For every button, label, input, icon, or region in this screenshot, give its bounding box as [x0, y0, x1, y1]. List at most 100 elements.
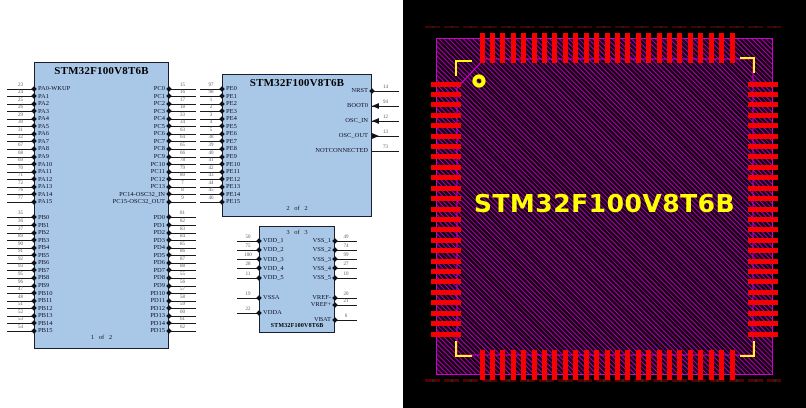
pin-wire-PD13[interactable]: 60: [166, 310, 196, 321]
pad-top-23[interactable]: [708, 33, 714, 63]
pad-right-22[interactable]: [748, 300, 778, 306]
pad-right-3[interactable]: [748, 102, 778, 108]
pad-top-13[interactable]: [604, 33, 610, 63]
pad-bottom-20[interactable]: [677, 350, 683, 380]
pin-wire-PD9[interactable]: 56: [166, 280, 196, 291]
pad-bottom-5[interactable]: [521, 350, 527, 380]
pad-right-9[interactable]: [748, 164, 778, 170]
pin-wire-PD10[interactable]: 57: [166, 287, 196, 298]
pin-wire-NRST[interactable]: 14: [369, 85, 399, 96]
pin-wire-PE14[interactable]: 45: [200, 188, 225, 199]
pad-left-3[interactable]: [431, 102, 461, 108]
pad-left-20[interactable]: [431, 279, 461, 285]
pin-wire-PB2[interactable]: 37: [7, 227, 37, 238]
pin-wire-PD7[interactable]: 88: [166, 264, 196, 275]
pad-left-14[interactable]: [431, 216, 461, 222]
pin-wire-PD3[interactable]: 84: [166, 234, 196, 245]
pad-top-20[interactable]: [677, 33, 683, 63]
pin-wire-PE4[interactable]: 3: [200, 113, 225, 124]
pin-wire-PC14-OSC32_IN[interactable]: 8: [166, 188, 196, 199]
pin-wire-VSS_5[interactable]: 10: [332, 272, 357, 283]
pad-bottom-2[interactable]: [489, 350, 495, 380]
pin-wire-PB13[interactable]: 52: [7, 310, 37, 321]
pad-right-21[interactable]: [748, 289, 778, 295]
pad-left-7[interactable]: [431, 144, 461, 149]
pin-wire-VSS_3[interactable]: 99: [332, 253, 357, 264]
pad-left-5[interactable]: [431, 123, 461, 129]
pin-wire-VSS_2[interactable]: 74: [332, 244, 357, 255]
pad-top-22[interactable]: [698, 33, 704, 63]
pad-right-6[interactable]: [748, 133, 778, 139]
pin-wire-PC1[interactable]: 16: [166, 90, 196, 101]
pad-bottom-6[interactable]: [531, 350, 537, 380]
pin-wire-NOTCONNECTED[interactable]: 73: [372, 145, 399, 156]
pin-wire-PD8[interactable]: 55: [166, 272, 196, 283]
pin-wire-VDD_1[interactable]: 50: [237, 235, 262, 246]
pin-wire-PD5[interactable]: 86: [166, 249, 196, 260]
pin-wire-PE1[interactable]: 98: [200, 90, 225, 101]
pin-wire-PA6[interactable]: 31: [7, 128, 37, 139]
pin-wire-PC6[interactable]: 63: [166, 128, 196, 139]
pin-wire-PB3[interactable]: 89: [7, 234, 37, 245]
pin-wire-PE12[interactable]: 43: [200, 173, 225, 184]
pin-wire-PB6[interactable]: 92: [7, 257, 37, 268]
pad-bottom-24[interactable]: [719, 350, 725, 380]
pad-bottom-1[interactable]: [479, 350, 485, 380]
pin-wire-PD1[interactable]: 82: [166, 219, 196, 230]
pin-wire-VSS_1[interactable]: 49: [332, 235, 357, 246]
pad-bottom-8[interactable]: [552, 350, 558, 380]
pin-wire-PC12[interactable]: 80: [166, 173, 196, 184]
pin-wire-PA5[interactable]: 30: [7, 120, 37, 131]
pad-top-16[interactable]: [635, 33, 641, 63]
pin-wire-PA2[interactable]: 25: [7, 98, 37, 109]
pad-right-5[interactable]: [748, 123, 778, 129]
pin-wire-PA9[interactable]: 68: [7, 151, 37, 162]
pad-top-21[interactable]: [687, 33, 693, 63]
pin-wire-PD14[interactable]: 61: [166, 317, 196, 328]
pad-right-24[interactable]: [748, 321, 778, 327]
pin-wire-PB11[interactable]: 48: [7, 295, 37, 306]
pin-wire-OSC_OUT[interactable]: 13: [372, 130, 399, 141]
pad-bottom-12[interactable]: [594, 350, 600, 380]
pad-left-11[interactable]: [431, 185, 461, 191]
pad-right-19[interactable]: [748, 269, 778, 274]
pad-top-19[interactable]: [667, 33, 672, 63]
pin-wire-PC2[interactable]: 17: [166, 98, 196, 109]
pad-top-25[interactable]: [729, 33, 735, 63]
pin-wire-PB7[interactable]: 93: [7, 264, 37, 275]
pad-right-12[interactable]: [748, 196, 778, 202]
pin-wire-PB12[interactable]: 51: [7, 302, 37, 313]
pin-wire-PA15[interactable]: 77: [7, 196, 37, 207]
pad-left-22[interactable]: [431, 300, 461, 306]
pin-wire-PD6[interactable]: 87: [166, 257, 196, 268]
pin-wire-PC8[interactable]: 65: [166, 143, 196, 154]
pin-wire-PB0[interactable]: 35: [7, 211, 37, 222]
pad-bottom-13[interactable]: [604, 350, 610, 380]
pad-right-1[interactable]: [748, 81, 778, 87]
pad-left-21[interactable]: [431, 289, 461, 295]
pin-wire-PC15-OSC32_OUT[interactable]: 9: [166, 196, 196, 207]
pin-wire-PC11[interactable]: 79: [166, 166, 196, 177]
pad-left-16[interactable]: [431, 237, 461, 243]
pin-wire-PC9[interactable]: 66: [166, 151, 196, 162]
pad-bottom-23[interactable]: [708, 350, 714, 380]
pin-wire-PE10[interactable]: 41: [200, 158, 225, 169]
pad-left-25[interactable]: [431, 331, 461, 337]
pin-wire-BOOT0[interactable]: 94: [372, 100, 399, 111]
pin-wire-PD0[interactable]: 81: [166, 211, 196, 222]
pin-wire-PB10[interactable]: 47: [7, 287, 37, 298]
pad-left-1[interactable]: [431, 81, 461, 87]
pin-wire-VDDA[interactable]: 22: [237, 307, 262, 318]
pin-wire-PA12[interactable]: 71: [7, 173, 37, 184]
pad-bottom-3[interactable]: [500, 350, 506, 380]
pad-right-4[interactable]: [748, 112, 778, 118]
pin-wire-PE0[interactable]: 97: [200, 83, 225, 94]
pin-wire-PA13[interactable]: 72: [7, 181, 37, 192]
pad-right-8[interactable]: [748, 154, 778, 160]
pin-wire-PB8[interactable]: 95: [7, 272, 37, 283]
pad-top-1[interactable]: [479, 33, 485, 63]
pad-top-6[interactable]: [531, 33, 537, 63]
pin-wire-PA8[interactable]: 67: [7, 143, 37, 154]
